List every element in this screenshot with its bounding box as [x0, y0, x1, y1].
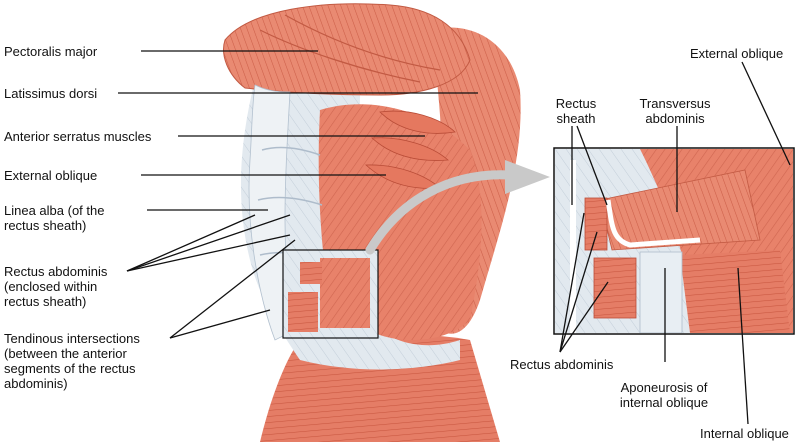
label-rectus-sheath: Rectus sheath: [555, 96, 597, 126]
label-aponeurosis: Aponeurosis of internal oblique: [619, 380, 709, 410]
label-transversus-abdominis: Transversus abdominis: [639, 96, 711, 126]
label-rectus-abdominis-inset: Rectus abdominis: [510, 357, 614, 372]
label-latissimus-dorsi: Latissimus dorsi: [4, 86, 98, 101]
label-tendinous-intersections: Tendinous intersections (between the ant…: [4, 331, 140, 391]
label-external-oblique-inset: External oblique: [690, 46, 784, 61]
label-external-oblique-left: External oblique: [4, 168, 98, 183]
inset-internal-oblique: [680, 250, 790, 333]
label-linea-alba: Linea alba (of the rectus sheath): [4, 203, 105, 233]
inset-transversus-abdominis: [599, 169, 761, 251]
inset-rectus-abdominis-lower: [593, 257, 637, 319]
cutaway-window: [282, 249, 379, 339]
label-internal-oblique: Internal oblique: [700, 426, 789, 441]
detail-inset: [553, 147, 795, 335]
pectoralis-major-muscle: [223, 3, 471, 96]
label-pectoralis-major: Pectoralis major: [4, 44, 98, 59]
zoom-arrowhead: [505, 160, 550, 194]
inset-aponeurosis: [639, 251, 683, 333]
inset-leader-lines: [559, 61, 791, 425]
label-anterior-serratus: Anterior serratus muscles: [4, 129, 152, 144]
torso-illustration: [223, 3, 521, 442]
left-leader-lines: [118, 50, 478, 339]
inset-rectus-abdominis-upper: [584, 197, 608, 251]
label-rectus-abdominis-left: Rectus abdominis (enclosed within rectus…: [4, 264, 108, 309]
zoom-arrow: [365, 170, 515, 255]
